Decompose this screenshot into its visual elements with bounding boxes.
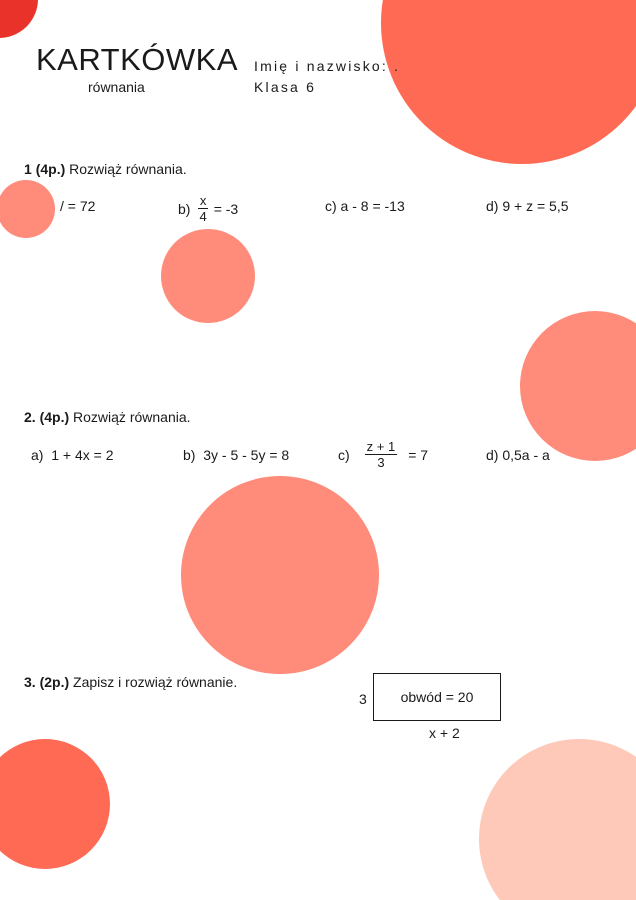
task2-equation-b: b) 3y - 5 - 5y = 8 bbox=[183, 447, 290, 463]
class-label: Klasa 6 bbox=[254, 79, 317, 95]
task1-b-denominator: 4 bbox=[199, 209, 207, 224]
task2-c-suffix: = 7 bbox=[408, 446, 429, 463]
task1-instruction: Rozwiąż równania. bbox=[69, 161, 187, 177]
task1-number: 1 bbox=[24, 161, 32, 177]
task1-equation-b: b) x 4 = -3 bbox=[178, 194, 238, 223]
task1-b-numerator: x bbox=[197, 193, 209, 209]
task1-equation-a: / = 72 bbox=[60, 198, 96, 214]
task2-equation-a: a) 1 + 4x = 2 bbox=[31, 447, 114, 463]
task1-equation-d: d) 9 + z = 5,5 bbox=[486, 198, 569, 214]
task2-heading: 2. (4p.) Rozwiąż równania. bbox=[24, 409, 191, 425]
task2-number: 2. bbox=[24, 409, 36, 425]
rectangle-side-left-label: 3 bbox=[359, 691, 367, 707]
decor-circle-bottomright bbox=[479, 739, 636, 900]
task2-equation-c: c) z + 1 3 = 7 bbox=[338, 440, 428, 469]
task3-heading: 3. (2p.) Zapisz i rozwiąż równanie. bbox=[24, 674, 237, 690]
task1-b-suffix: = -3 bbox=[213, 200, 239, 217]
decor-circle-task1-left bbox=[0, 180, 55, 238]
page-subtitle: równania bbox=[88, 79, 145, 95]
task2-equation-d: d) 0,5a - a bbox=[486, 447, 550, 463]
decor-circle-task1-mid bbox=[161, 229, 255, 323]
name-field-label: Imię i nazwisko: . bbox=[254, 58, 401, 74]
decor-circle-center-large bbox=[181, 476, 379, 674]
decor-circle-topleft bbox=[0, 0, 38, 38]
task3-instruction: Zapisz i rozwiąż równanie. bbox=[73, 674, 238, 690]
task2-c-prefix: c) bbox=[338, 446, 350, 463]
task2-points: (4p.) bbox=[39, 409, 70, 425]
task1-heading: 1 (4p.) Rozwiąż równania. bbox=[24, 161, 187, 177]
rectangle-perimeter-label: obwód = 20 bbox=[400, 689, 474, 705]
task2-c-numerator: z + 1 bbox=[364, 439, 398, 455]
page-title: KARTKÓWKA bbox=[36, 42, 239, 77]
task1-b-prefix: b) bbox=[178, 200, 191, 217]
task2-instruction: Rozwiąż równania. bbox=[73, 409, 191, 425]
task1-b-fraction: x 4 bbox=[197, 193, 209, 224]
task3-points: (2p.) bbox=[39, 674, 70, 690]
decor-circle-right-mid bbox=[520, 311, 636, 461]
decor-circle-bottomleft bbox=[0, 739, 110, 869]
task2-c-fraction: z + 1 3 bbox=[364, 439, 398, 470]
task1-equation-c: c) a - 8 = -13 bbox=[325, 198, 405, 214]
rectangle-figure: obwód = 20 bbox=[373, 673, 501, 721]
task3-number: 3. bbox=[24, 674, 36, 690]
rectangle-side-bottom-label: x + 2 bbox=[429, 725, 460, 741]
task2-c-denominator: 3 bbox=[377, 455, 385, 470]
task1-points: (4p.) bbox=[35, 161, 66, 177]
decor-circle-topright bbox=[381, 0, 636, 164]
